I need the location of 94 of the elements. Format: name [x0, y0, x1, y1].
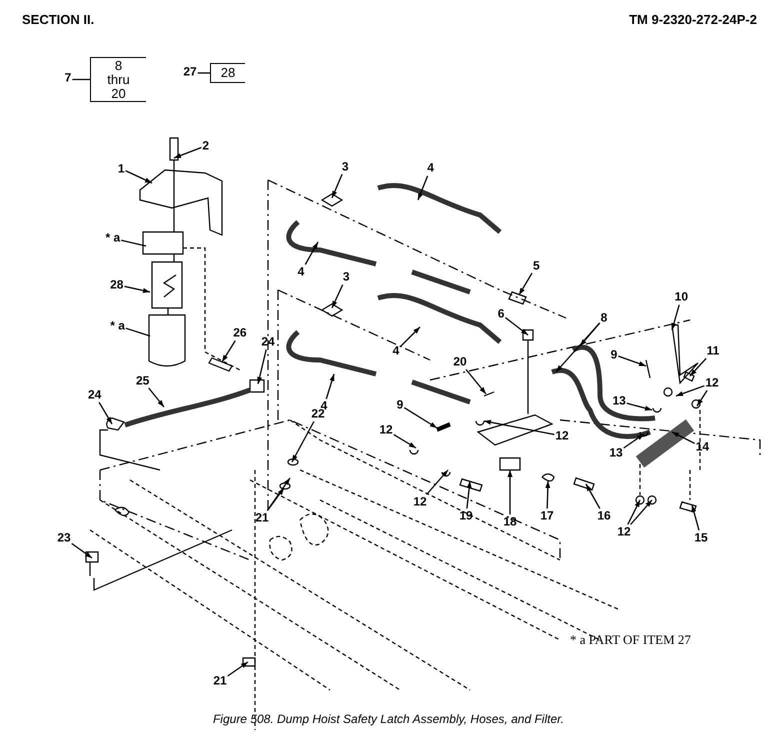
callout-number: 1	[118, 162, 124, 176]
leader-line	[508, 470, 512, 514]
leader-line	[174, 146, 202, 159]
callout-number: 24	[88, 388, 102, 402]
callout-number: 4	[298, 266, 304, 278]
callout-number: 5	[532, 259, 540, 272]
leader-line	[124, 286, 150, 293]
leader-line	[148, 388, 164, 408]
leader-line	[672, 431, 695, 444]
leader-line	[630, 500, 652, 525]
item-number: 28	[220, 66, 236, 80]
section-heading: SECTION II.	[22, 12, 94, 27]
connector-line	[72, 78, 90, 80]
figure-caption: Figure 508. Dump Hoist Safety Latch Assembly, Hoses, and Filter.	[212, 712, 566, 726]
callout-number: 7	[64, 72, 72, 84]
callout-number: 28	[110, 278, 124, 292]
leader-line	[466, 480, 472, 509]
leader-line	[331, 174, 343, 198]
callout-number: 12	[413, 496, 427, 508]
leader-line	[266, 488, 285, 511]
leader-line	[426, 470, 448, 495]
leader-line	[291, 421, 314, 462]
manual-number: TM 9-2320-272-24P-2	[629, 12, 757, 27]
callout-number: 9	[610, 348, 618, 362]
callout-number: 4	[427, 162, 434, 175]
leader-line	[556, 322, 600, 372]
callout-number: 12	[705, 376, 719, 390]
leader-line	[126, 328, 150, 337]
callout-number: * a	[106, 232, 120, 245]
callout-number: 11	[706, 344, 720, 358]
connector-line	[198, 72, 210, 74]
callout-number: 21	[255, 512, 269, 524]
callout-number: 4	[392, 344, 400, 358]
callout-number: 13	[612, 394, 626, 408]
leader-line	[618, 355, 646, 367]
callout-number: 3	[342, 270, 350, 284]
leader-line	[626, 402, 652, 411]
leader-line	[221, 340, 236, 362]
leader-line	[404, 407, 438, 429]
leader-line	[257, 349, 267, 384]
callout-number: 10	[674, 290, 688, 304]
callout-number: 21	[213, 674, 227, 688]
leader-line	[125, 170, 152, 184]
callout-number: 25	[136, 374, 150, 388]
leader-line	[400, 326, 420, 348]
leader-line	[580, 322, 600, 346]
leader-line	[627, 500, 641, 525]
leader-line	[484, 420, 554, 436]
callout-number: 8	[600, 312, 608, 324]
callout-number: 20	[453, 356, 467, 368]
callout-number: 12	[555, 430, 569, 442]
leader-line	[676, 385, 705, 397]
leader-line	[417, 176, 428, 200]
leader-line	[585, 484, 600, 509]
callout-number: 14	[696, 440, 710, 454]
callout-number: 12	[617, 526, 631, 538]
leader-line	[304, 242, 319, 265]
callout-number: 27	[183, 66, 197, 78]
leader-line	[326, 374, 335, 400]
leader-line	[696, 390, 708, 406]
callout-number: 13	[609, 446, 623, 460]
callout-number: 2	[202, 139, 210, 152]
callout-number: 24	[261, 336, 275, 348]
callout-number: 18	[503, 516, 517, 528]
leader-line	[121, 240, 146, 247]
callout-number: 26	[233, 326, 247, 340]
leader-line	[98, 402, 113, 424]
callout-number: * a	[110, 319, 125, 332]
leader-line	[518, 272, 533, 296]
callout-number: 19	[459, 510, 473, 522]
leader-line	[545, 480, 550, 509]
item-group-bracket	[210, 63, 245, 83]
callout-number: 6	[498, 308, 504, 321]
callout-number: 17	[540, 510, 554, 522]
leader-line	[505, 317, 528, 336]
callout-number: 16	[597, 510, 611, 522]
leader-line	[71, 542, 92, 559]
leader-line	[691, 504, 700, 530]
callout-number: 9	[396, 398, 404, 412]
leader-line	[227, 661, 248, 677]
item-number: 8 thru 20	[106, 58, 131, 100]
leader-line	[690, 358, 707, 376]
leader-line	[466, 369, 486, 394]
leader-line	[266, 478, 291, 511]
leader-line	[393, 434, 416, 449]
callout-number: 15	[694, 531, 708, 544]
callout-number: 3	[342, 160, 349, 174]
leader-line	[331, 284, 344, 308]
callout-number: 12	[379, 424, 393, 436]
leader-line	[623, 433, 644, 449]
leader-line	[671, 304, 680, 330]
item-group-bracket	[90, 57, 146, 102]
callout-number: 23	[57, 532, 71, 544]
footnote: * a PART OF ITEM 27	[570, 632, 691, 648]
